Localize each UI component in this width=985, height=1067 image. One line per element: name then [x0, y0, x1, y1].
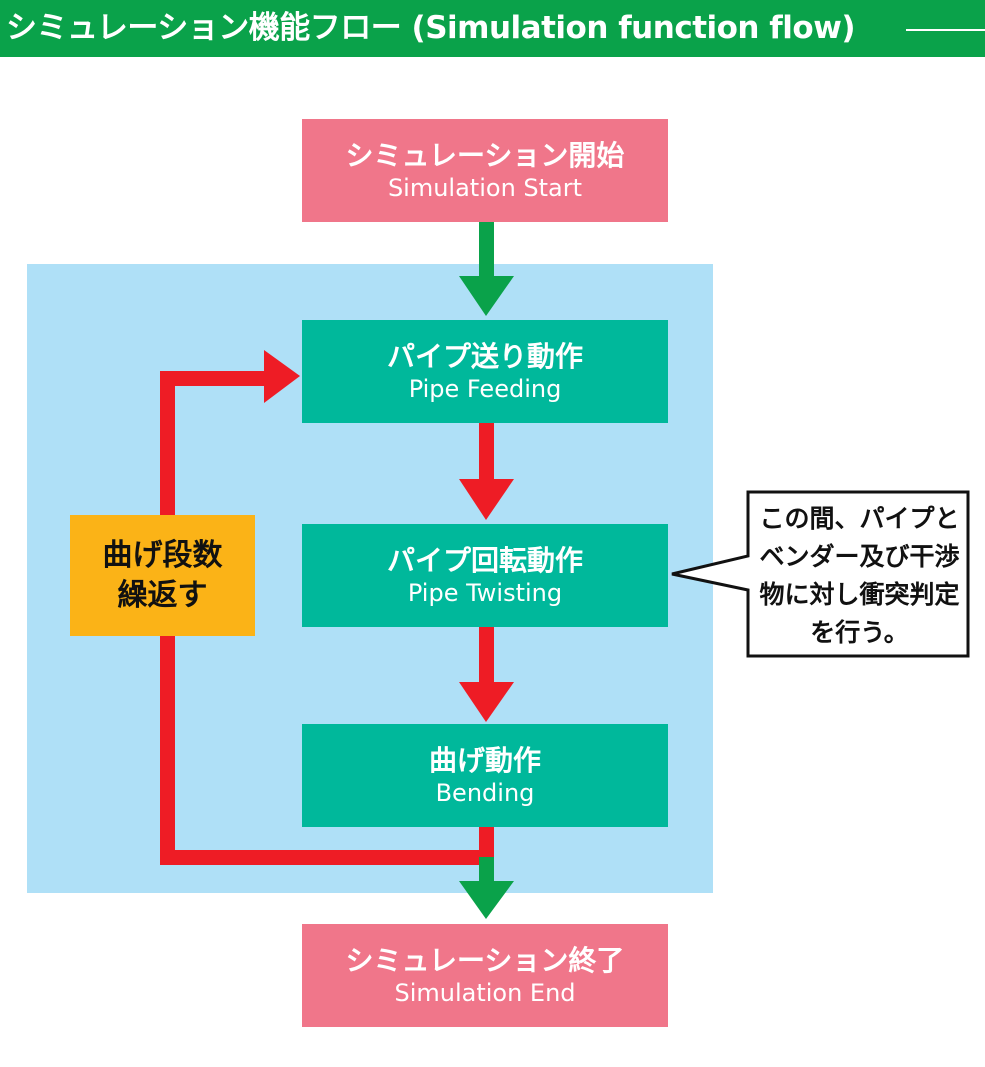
twisting-label-en: Pipe Twisting: [407, 578, 563, 607]
header-bar: シミュレーション機能フロー (Simulation function flow): [0, 0, 985, 57]
bending-box: 曲げ動作 Bending: [302, 724, 668, 827]
arrow-start-to-feeding-shaft: [479, 222, 494, 277]
arrow-twisting-to-bending-shaft: [479, 627, 494, 683]
arrow-start-to-feeding-head: [459, 276, 514, 316]
end-label-en: Simulation End: [394, 978, 576, 1007]
repeat-label-line1: 曲げ段数: [102, 537, 223, 573]
bending-label-jp: 曲げ動作: [428, 743, 541, 777]
pipe-feeding-box: パイプ送り動作 Pipe Feeding: [302, 320, 668, 423]
simulation-end-box: シミュレーション終了 Simulation End: [302, 924, 668, 1027]
callout-bubble: [671, 490, 970, 658]
arrow-twisting-to-bending-head: [459, 682, 514, 722]
pipe-twisting-box: パイプ回転動作 Pipe Twisting: [302, 524, 668, 627]
simulation-start-box: シミュレーション開始 Simulation Start: [302, 119, 668, 222]
arrow-feeding-to-twisting-shaft: [479, 423, 494, 480]
feeding-label-en: Pipe Feeding: [408, 374, 562, 403]
arrow-to-end-head: [459, 881, 514, 919]
repeat-bends-box: 曲げ段数 繰返す: [70, 515, 255, 636]
repeat-loop-arrow: [160, 350, 494, 865]
start-label-jp: シミュレーション開始: [345, 138, 625, 172]
callout-text: この間、パイプとベンダー及び干渉物に対し衝突判定を行う。: [759, 504, 960, 647]
header-rule: [906, 29, 985, 31]
bending-label-en: Bending: [435, 778, 535, 807]
repeat-label-line2: 繰返す: [117, 577, 208, 613]
start-label-en: Simulation Start: [387, 173, 583, 202]
arrow-bending-to-loop-shaft: [479, 827, 494, 857]
arrow-to-end-shaft: [479, 857, 494, 882]
twisting-label-jp: パイプ回転動作: [386, 543, 583, 577]
page-title: シミュレーション機能フロー (Simulation function flow): [6, 10, 856, 46]
end-label-jp: シミュレーション終了: [345, 943, 625, 977]
arrow-feeding-to-twisting-head: [459, 479, 514, 520]
feeding-label-jp: パイプ送り動作: [386, 339, 583, 373]
